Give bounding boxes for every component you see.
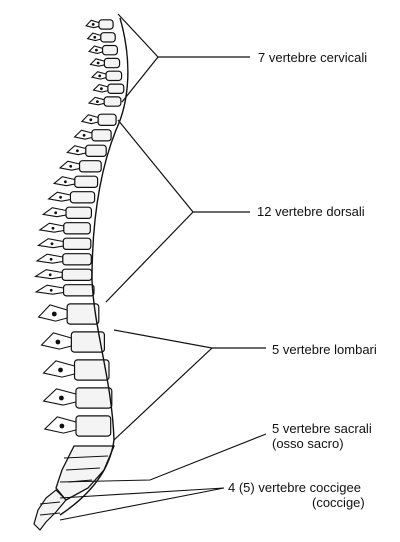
foramen-lumbar-5	[59, 423, 65, 429]
foramen-thoracic-11	[48, 273, 52, 277]
label-coccygeal-text: 4 (5) vertebre coccigee	[228, 480, 361, 495]
vertebra-thoracic-4	[78, 160, 102, 173]
label-lumbar-text: 5 vertebre lombari	[272, 342, 377, 357]
foramen-thoracic-2	[82, 133, 86, 137]
label-coccygeal-subtext: (coccige)	[312, 495, 365, 510]
vertebra-thoracic-1	[97, 113, 117, 126]
vertebra-cervical-2	[100, 32, 116, 43]
vertebra-lumbar-5	[75, 415, 112, 437]
foramen-thoracic-7	[54, 211, 58, 215]
vertebra-process-thoracic-12	[34, 284, 65, 295]
vertebra-thoracic-6	[69, 191, 96, 204]
vertebra-cervical-1	[98, 19, 114, 30]
label-thoracic: 12 vertebre dorsali	[257, 204, 365, 219]
foramen-thoracic-3	[76, 149, 79, 153]
label-cervical: 7 vertebre cervicali	[258, 50, 367, 65]
vertebra-thoracic-9	[62, 237, 92, 250]
spine-anterior-outline	[59, 17, 129, 516]
region-brackets	[59, 13, 267, 521]
foramen-thoracic-9	[50, 242, 54, 246]
sacrum	[55, 445, 115, 501]
vertebra-thoracic-5	[74, 175, 99, 188]
coccyx	[33, 489, 67, 531]
label-lumbar: 5 vertebre lombari	[272, 342, 377, 357]
bracket-thoracic	[105, 119, 250, 303]
vertebra-cervical-7	[103, 96, 122, 107]
foramen-cervical-7	[96, 100, 99, 103]
vertebra-thoracic-2	[91, 129, 112, 142]
vertebra-thoracic-12	[62, 284, 95, 297]
foramen-cervical-3	[95, 48, 98, 52]
foramen-cervical-4	[96, 61, 100, 65]
foramen-thoracic-10	[49, 257, 53, 261]
vertebra-thoracic-8	[63, 222, 91, 235]
label-sacral-text: 5 vertebre sacrali	[272, 421, 372, 436]
vertebra-lumbar-4	[75, 387, 113, 409]
label-coccygeal: 4 (5) vertebre coccigee (coccige)	[228, 480, 365, 510]
sacrum-segment-line	[63, 455, 109, 459]
foramen-lumbar-1	[51, 311, 57, 317]
sacrum-segment-line	[65, 467, 101, 471]
foramen-thoracic-1	[89, 118, 93, 122]
foramen-thoracic-6	[59, 195, 62, 199]
leader-sacral	[59, 433, 267, 483]
foramen-thoracic-12	[49, 288, 53, 292]
vertebra-cervical-5	[105, 70, 123, 82]
coccyx-segment-line	[39, 501, 61, 505]
vertebra-thoracic-10	[62, 253, 92, 266]
foramen-cervical-2	[93, 35, 97, 39]
label-sacral-subtext: (osso sacro)	[272, 436, 344, 451]
foramen-thoracic-4	[69, 164, 73, 168]
foramen-lumbar-3	[58, 367, 63, 373]
foramen-cervical-6	[100, 87, 103, 91]
vertebra-thoracic-11	[61, 268, 93, 282]
bracket-lumbar	[113, 329, 266, 441]
foramen-cervical-1	[91, 23, 95, 26]
foramen-lumbar-4	[59, 395, 64, 401]
vertebra-thoracic-3	[85, 144, 107, 157]
vertebra-process-thoracic-10	[35, 253, 64, 264]
foramen-cervical-5	[98, 74, 102, 78]
foramen-thoracic-8	[51, 226, 55, 230]
label-cervical-text: 7 vertebre cervicali	[258, 50, 368, 65]
foramen-lumbar-2	[55, 339, 61, 345]
coccyx-segment-line	[39, 512, 61, 516]
leader-coccygeal	[59, 487, 225, 521]
vertebra-cervical-3	[101, 44, 118, 56]
vertebra-process-thoracic-11	[33, 269, 63, 280]
vertebra-cervical-4	[103, 57, 121, 69]
vertebrae-group	[33, 17, 129, 531]
foramen-thoracic-5	[64, 180, 67, 184]
label-thoracic-text: 12 vertebre dorsali	[257, 204, 365, 219]
bracket-cervical	[117, 13, 250, 103]
label-sacral: 5 vertebre sacrali (osso sacro)	[272, 421, 372, 451]
vertebra-cervical-6	[107, 83, 125, 94]
vertebra-thoracic-7	[65, 206, 92, 219]
